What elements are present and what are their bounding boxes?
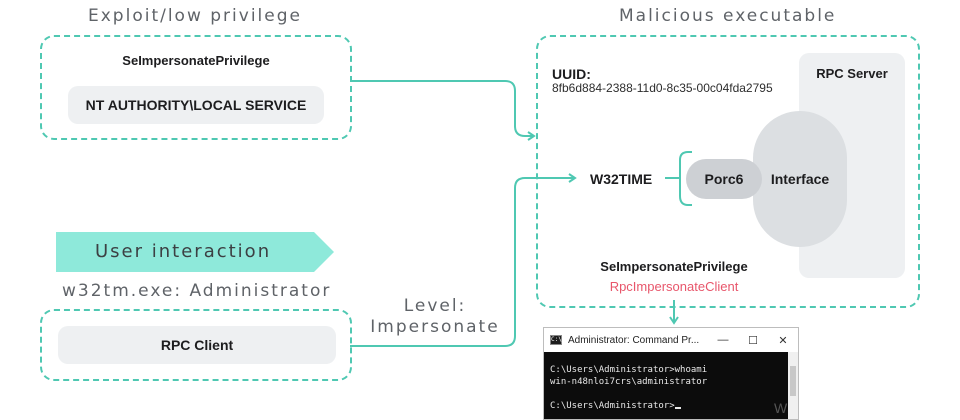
porc6-label: Porc6 [704, 171, 744, 187]
cmd-icon: C:\ [550, 335, 562, 345]
server-privilege-label: SeImpersonatePrivilege [600, 259, 748, 274]
user-interaction-banner [56, 232, 334, 272]
cmd-titlebar: C:\ Administrator: Command Pr... — ☐ ✕ [544, 328, 798, 352]
client-section-title: w32tm.exe: Administrator [62, 281, 332, 301]
uuid-label: UUID: [552, 66, 591, 82]
user-interaction-label: User interaction [95, 241, 272, 262]
porc6-pill: Porc6 [686, 159, 762, 199]
close-icon[interactable]: ✕ [778, 334, 788, 347]
minimize-icon[interactable]: — [717, 334, 729, 346]
maximize-icon[interactable]: ☐ [748, 334, 758, 347]
cmd-line-1: C:\Users\Administrator>whoami [550, 365, 708, 375]
rpc-impersonate-client-label: RpcImpersonateClient [609, 279, 739, 294]
exploit-to-uuid-arrow [350, 80, 536, 141]
exploit-box: SeImpersonatePrivilege NT AUTHORITY\LOCA… [40, 35, 352, 140]
level-line-1: Level: [403, 296, 467, 316]
level-line-2: Impersonate [370, 317, 500, 337]
cmd-line-3: C:\Users\Administrator> [550, 400, 792, 412]
rpc-client-box: RPC Client [40, 309, 352, 381]
rpc-client-pill: RPC Client [58, 326, 336, 364]
command-prompt-window: C:\ Administrator: Command Pr... — ☐ ✕ C… [543, 327, 799, 420]
account-pill: NT AUTHORITY\LOCAL SERVICE [68, 86, 324, 124]
exploit-privilege-label: SeImpersonatePrivilege [122, 53, 270, 68]
interface-label: Interface [770, 171, 830, 187]
uuid-value: 8fb6d884-2388-11d0-8c35-00c04fda2795 [552, 81, 773, 95]
w32time-label: W32TIME [590, 171, 653, 187]
interface-oval [753, 111, 847, 247]
cmd-output[interactable]: C:\Users\Administrator>whoami win-n48nloi… [544, 352, 798, 412]
cmd-title: Administrator: Command Pr... [568, 334, 700, 346]
exploit-section-title: Exploit/low privilege [88, 6, 302, 26]
malicious-section-title: Malicious executable [619, 6, 837, 26]
cmd-scrollbar[interactable] [788, 352, 798, 419]
cursor-icon [674, 407, 681, 409]
rpc-server-label: RPC Server [816, 66, 888, 81]
malicious-executable-box: UUID: 8fb6d884-2388-11d0-8c35-00c04fda27… [536, 35, 920, 308]
impersonation-level-label: Level: Impersonate [370, 296, 500, 338]
cmd-line-2: win-n48nloi7crs\administrator [550, 377, 708, 387]
watermark-text: W [774, 400, 791, 416]
